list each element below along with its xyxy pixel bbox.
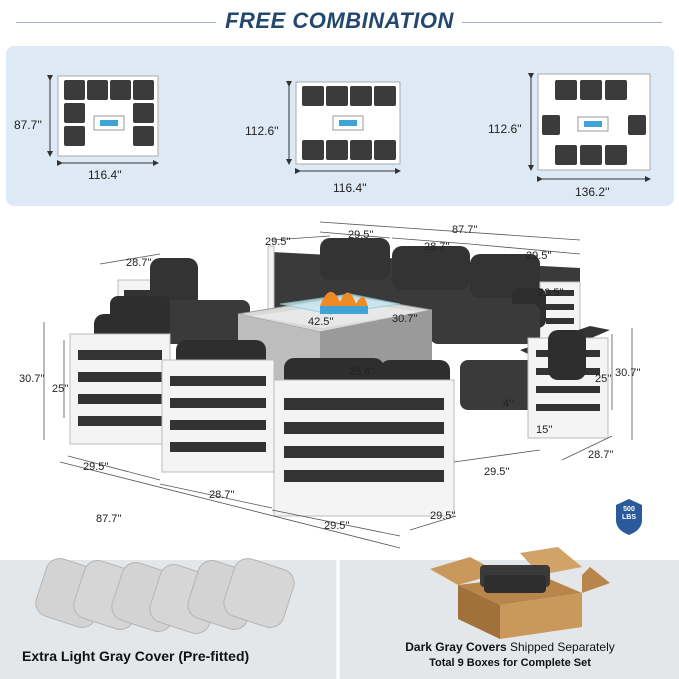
shipping-box-icon xyxy=(430,547,610,639)
combination-2-width: 116.4'' xyxy=(333,181,367,195)
dim-top-28-7: 28.7'' xyxy=(424,241,450,253)
dim-top-29-5-left: 29.5'' xyxy=(265,236,291,248)
dim-bottom-29-5-c: 29.5'' xyxy=(430,510,456,522)
box-count-note: Total 9 Boxes for Complete Set xyxy=(429,657,591,669)
dim-bottom-87-7: 87.7'' xyxy=(96,513,122,525)
shipping-note: Dark Gray Covers Shipped Separately xyxy=(345,640,675,654)
dim-bottom-29-5-a: 29.5'' xyxy=(83,461,109,473)
combination-1-height: 87.7'' xyxy=(14,118,42,132)
right-corner-chair xyxy=(460,326,610,439)
cover-caption: Extra Light Gray Cover (Pre-fitted) xyxy=(22,648,250,664)
combination-2-layout xyxy=(286,81,401,174)
combination-3-layout xyxy=(528,73,651,182)
combination-1-width: 116.4'' xyxy=(88,168,122,182)
title-bar: FREE COMBINATION xyxy=(0,0,679,44)
combination-2-height: 112.6'' xyxy=(245,124,279,138)
weight-capacity-badge-icon xyxy=(616,499,642,535)
dim-cushion-4: 4'' xyxy=(503,398,514,410)
dim-right-28-7: 28.7'' xyxy=(588,449,614,461)
front-sofa-row xyxy=(69,314,455,517)
dim-top-87-7: 87.7'' xyxy=(452,224,478,236)
combination-diagrams xyxy=(47,73,651,182)
shipping-highlight: Dark Gray Covers xyxy=(405,640,507,654)
page-title: FREE COMBINATION xyxy=(225,8,454,33)
dim-table-30-7: 30.7'' xyxy=(392,313,418,325)
dim-top-29-5-right: 29.5'' xyxy=(526,250,552,262)
title-rule-left xyxy=(16,22,216,23)
dimension-lines xyxy=(43,221,633,549)
sectional-sofa-illustration xyxy=(43,221,633,549)
dim-right-15: 15'' xyxy=(536,424,553,436)
cover-cushions-group xyxy=(35,558,295,634)
weight-capacity-text: 500 LBS xyxy=(614,506,644,522)
badge-value: 500 xyxy=(623,506,635,513)
combination-3-width: 136.2'' xyxy=(575,185,610,199)
dim-right-25: 25'' xyxy=(595,373,612,385)
dim-table-25-6: 25.6'' xyxy=(349,366,375,378)
combination-3-height: 112.6'' xyxy=(488,122,522,136)
title-rule-right xyxy=(462,22,662,23)
combination-1-layout xyxy=(47,75,159,166)
dim-table-42-5: 42.5'' xyxy=(308,316,334,328)
dim-bottom-28-7: 28.7'' xyxy=(209,489,235,501)
covers-and-boxes-illustration xyxy=(35,547,610,679)
badge-unit: LBS xyxy=(622,514,636,521)
dim-arm-20-5: 20.5'' xyxy=(538,287,564,299)
dim-left-30-7: 30.7'' xyxy=(19,373,45,385)
dim-top-29-5-mid: 29.5'' xyxy=(348,229,374,241)
shipping-rest: Shipped Separately xyxy=(506,640,615,654)
dim-right-30-7: 30.7'' xyxy=(615,367,641,379)
dim-left-25: 25'' xyxy=(52,383,69,395)
dim-left-28-7: 28.7'' xyxy=(126,257,152,269)
dim-bottom-29-5-right: 29.5'' xyxy=(484,466,510,478)
dim-bottom-29-5-b: 29.5'' xyxy=(324,520,350,532)
